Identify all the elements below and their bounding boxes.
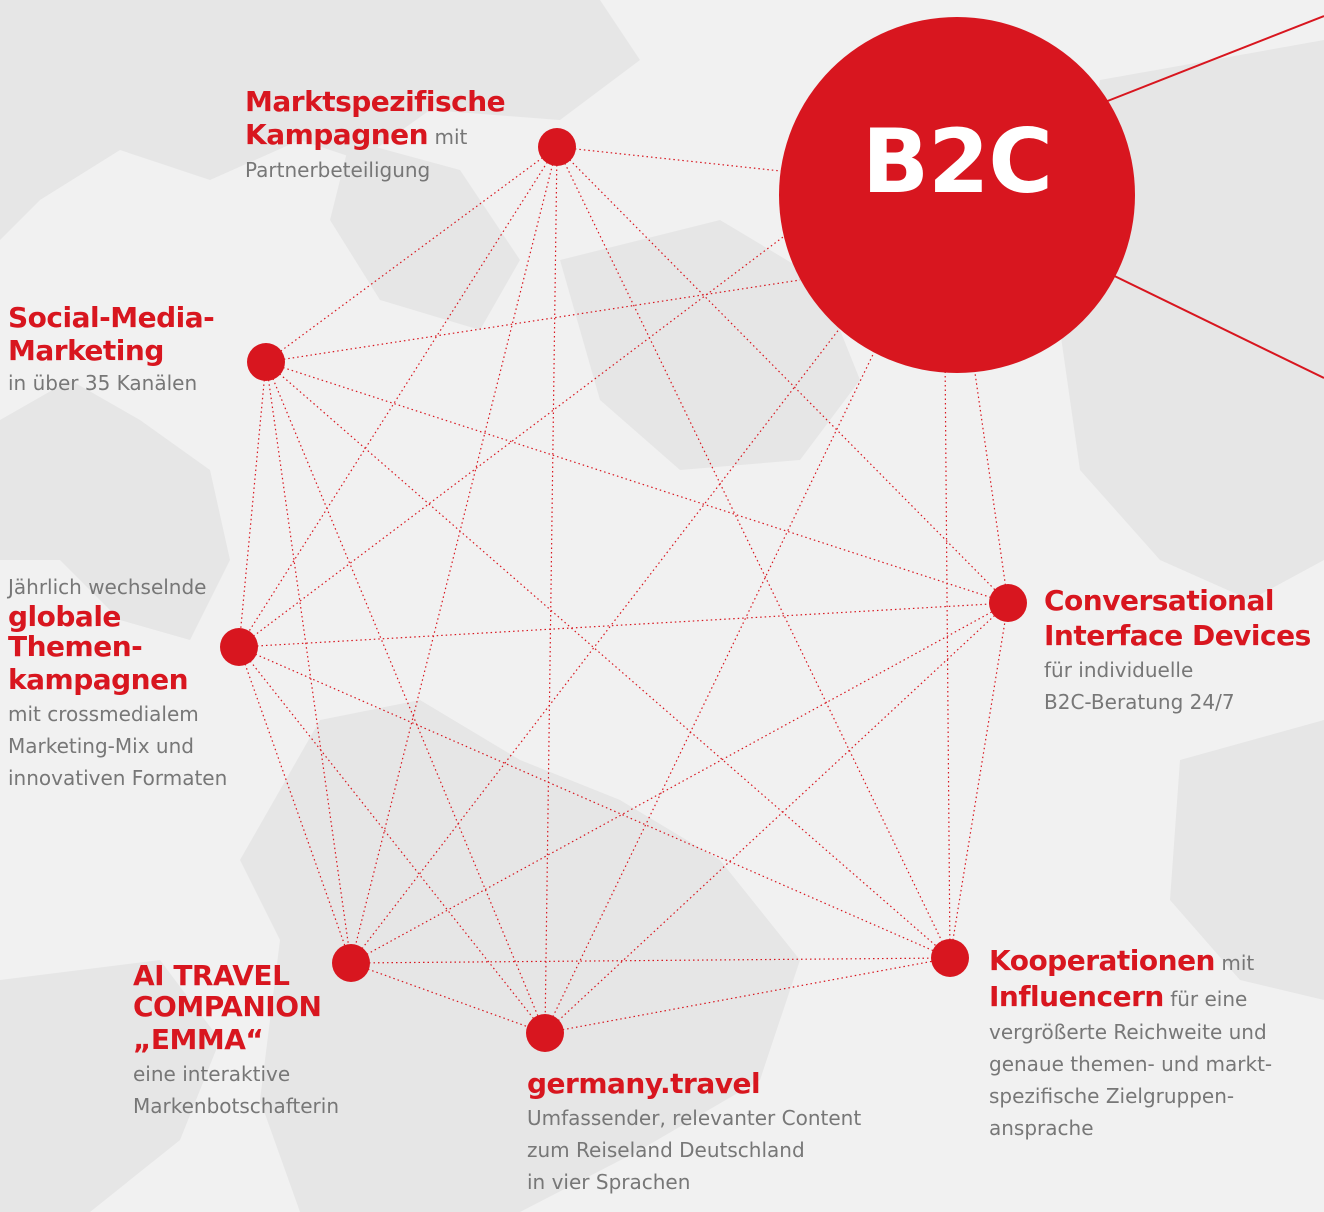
edge bbox=[350, 602, 1009, 964]
label-social-media-marketing: Social-Media- Marketing in über 35 Kanäl… bbox=[8, 301, 215, 399]
node-germany-travel bbox=[526, 1014, 564, 1052]
description-line: zum Reiseland Deutschland bbox=[527, 1138, 805, 1162]
intro-line: Jährlich wechselnde bbox=[8, 575, 207, 599]
b2c-label: B2C bbox=[862, 110, 1053, 213]
node-conversational-interface bbox=[989, 584, 1027, 622]
edge bbox=[944, 351, 951, 959]
network-connections bbox=[238, 146, 1009, 1034]
description-line: mit crossmedialem bbox=[8, 702, 199, 726]
description-line: in vier Sprachen bbox=[527, 1170, 691, 1194]
edge bbox=[265, 146, 558, 363]
title-part: Kooperationen bbox=[989, 944, 1216, 977]
title-suffix: mit bbox=[434, 125, 468, 149]
edge bbox=[265, 361, 951, 959]
description-line: eine interaktive bbox=[133, 1062, 291, 1086]
label-globale-themenkampagnen: Jährlich wechselnde globale Themen- kamp… bbox=[8, 572, 227, 794]
edge bbox=[544, 602, 1009, 1034]
edge bbox=[350, 962, 546, 1034]
edge bbox=[350, 327, 841, 964]
description-line: Partnerbeteiligung bbox=[245, 158, 431, 182]
edge bbox=[556, 146, 1009, 604]
connector-line-bottom bbox=[1097, 267, 1324, 379]
title-line: globale bbox=[8, 600, 121, 633]
edge bbox=[350, 957, 951, 964]
edge bbox=[544, 146, 558, 1034]
title-line: Conversational bbox=[1044, 584, 1274, 617]
edge bbox=[238, 646, 951, 959]
node-kooperationen bbox=[931, 939, 969, 977]
description-line: Umfassender, relevanter Content bbox=[527, 1106, 862, 1130]
b2c-circle bbox=[779, 17, 1135, 373]
title-suffix: mit bbox=[1221, 951, 1255, 975]
title-line: kampagnen bbox=[8, 663, 189, 696]
description-line: Markenbotschafterin bbox=[133, 1094, 339, 1118]
description-line: in über 35 Kanälen bbox=[8, 371, 198, 395]
label-germany-travel: germany.travel Umfassender, relevanter C… bbox=[527, 1066, 861, 1198]
description-line: Marketing-Mix und bbox=[8, 734, 194, 758]
description-line: ansprache bbox=[989, 1116, 1094, 1140]
node-globale-themenkampagnen bbox=[220, 628, 258, 666]
title-part: Influencern bbox=[989, 980, 1164, 1013]
edge bbox=[949, 602, 1009, 959]
edge bbox=[238, 646, 546, 1034]
edge bbox=[238, 646, 352, 964]
title-line: AI TRAVEL bbox=[133, 959, 290, 992]
title-line: germany.travel bbox=[527, 1067, 761, 1100]
node-social-media-marketing bbox=[247, 343, 285, 381]
title-line: Social-Media- bbox=[8, 301, 215, 334]
description-line: vergrößerte Reichweite und bbox=[989, 1020, 1267, 1044]
title-line: Interface Devices bbox=[1044, 619, 1311, 652]
title-line: „EMMA“ bbox=[133, 1023, 264, 1056]
edge bbox=[544, 957, 951, 1034]
label-kooperationen: Kooperationen mit Influencern für eine v… bbox=[989, 944, 1272, 1144]
label-conversational-interface: Conversational Interface Devices für ind… bbox=[1044, 584, 1311, 718]
title-suffix: für eine bbox=[1170, 987, 1248, 1011]
edge bbox=[350, 146, 558, 964]
title-line: Kampagnen bbox=[245, 118, 429, 151]
node-ai-travel-companion bbox=[332, 944, 370, 982]
description-line: spezifische Zielgruppen- bbox=[989, 1084, 1235, 1108]
edge bbox=[556, 146, 791, 173]
node-marktspezifische-kampagnen bbox=[538, 128, 576, 166]
description-line: genaue themen- und markt- bbox=[989, 1052, 1273, 1076]
title-line: Marktspezifische bbox=[245, 85, 506, 118]
connector-line-top bbox=[1104, 15, 1324, 103]
edge bbox=[556, 146, 951, 959]
label-marktspezifische-kampagnen: Marktspezifische Kampagnen mit Partnerbe… bbox=[245, 85, 506, 186]
edge bbox=[971, 351, 1009, 604]
description-line: für individuelle bbox=[1044, 658, 1194, 682]
title-line: COMPANION bbox=[133, 990, 322, 1023]
edge bbox=[265, 279, 801, 363]
label-ai-travel-companion: AI TRAVEL COMPANION „EMMA“ eine interakt… bbox=[133, 960, 339, 1122]
description-line: B2C-Beratung 24/7 bbox=[1044, 690, 1235, 714]
description-line: innovativen Formaten bbox=[8, 766, 228, 790]
title-line: Themen- bbox=[8, 630, 143, 663]
title-line: Marketing bbox=[8, 334, 164, 367]
edge bbox=[238, 361, 267, 648]
